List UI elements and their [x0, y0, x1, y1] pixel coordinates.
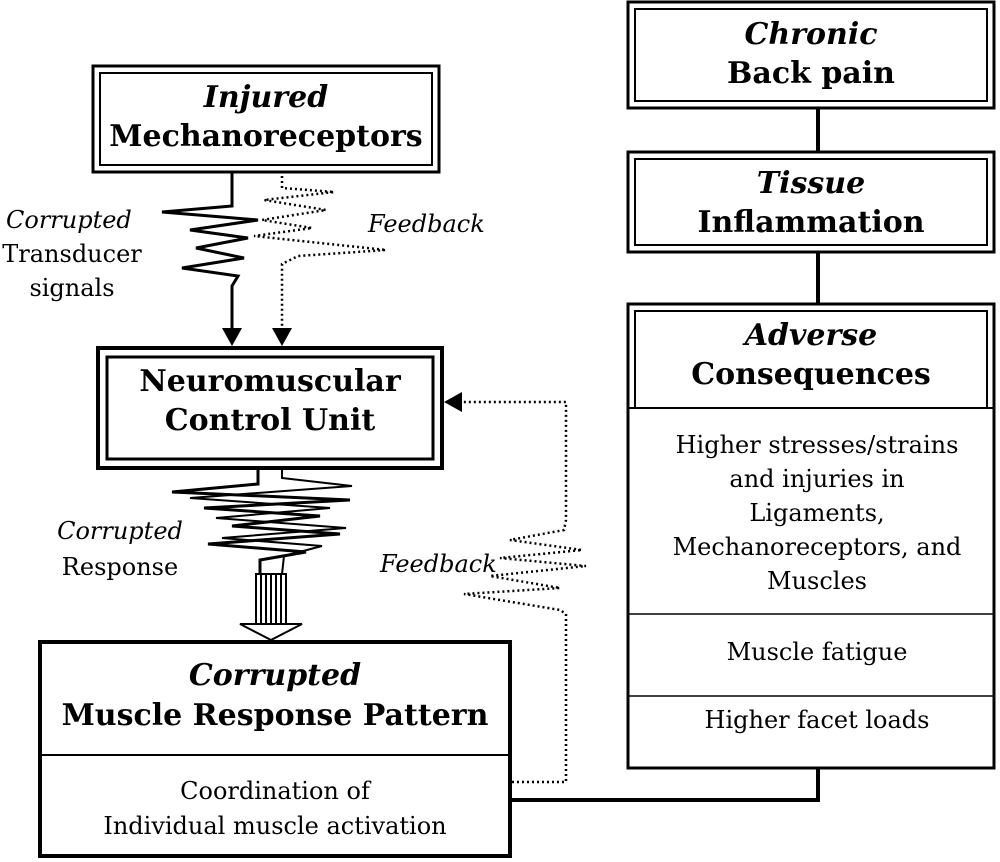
corrupted-transducer-label-line-3: signals [29, 274, 114, 302]
adverse-label: Adverse [742, 318, 878, 353]
connector-muscle-adverse [512, 768, 820, 802]
adverse-item-1-line-1: Higher stresses/strains [676, 431, 959, 459]
chronic-back-pain-box: Chronic Back pain [626, 0, 996, 110]
individual-muscle-activation-label: Individual muscle activation [103, 812, 446, 840]
adverse-item-1-line-2: and injuries in [729, 465, 904, 493]
adverse-item-3: Higher facet loads [705, 706, 930, 734]
adverse-item-1-line-3: Ligaments, [749, 499, 884, 527]
mechanoreceptors-label: Mechanoreceptors [109, 119, 422, 154]
corrupted-response-label-line-2: Response [62, 553, 178, 581]
neuromuscular-label: Neuromuscular [139, 364, 401, 399]
adverse-item-2: Muscle fatigue [727, 638, 908, 666]
feedback-loop-arrow [444, 392, 587, 784]
adverse-consequences-box: Adverse Consequences Higher stresses/str… [626, 302, 996, 770]
tissue-inflammation-box: Tissue Inflammation [626, 150, 996, 254]
control-unit-label: Control Unit [165, 403, 376, 438]
adverse-item-1-line-5: Muscles [767, 567, 867, 595]
tissue-label: Tissue [757, 166, 865, 201]
injured-mechanoreceptors-box: Injured Mechanoreceptors [91, 64, 441, 174]
consequences-label: Consequences [691, 357, 931, 392]
corrupted-transducer-label-line-2: Transducer [2, 240, 142, 268]
corrupted-response-label-line-1: Corrupted [57, 517, 183, 545]
adverse-item-1-line-4: Mechanoreceptors, and [673, 533, 962, 561]
neuromuscular-control-unit-box: Neuromuscular Control Unit [96, 346, 444, 470]
inflammation-label: Inflammation [697, 205, 924, 240]
chronic-label: Chronic [745, 17, 878, 52]
corrupted-response-arrow [171, 468, 353, 642]
back-pain-label: Back pain [727, 56, 895, 91]
corrupted-transducer-label-line-1: Corrupted [6, 206, 132, 234]
feedback-bottom-label: Feedback [379, 550, 497, 578]
feedback-top-label: Feedback [367, 210, 485, 238]
corrupted-transducer-signal-arrow [161, 172, 259, 346]
muscle-response-pattern-label: Muscle Response Pattern [62, 698, 489, 733]
corrupted-label: Corrupted [189, 658, 361, 693]
feedback-signal-top-arrow [253, 176, 387, 346]
injured-label: Injured [203, 80, 328, 115]
corrupted-muscle-response-box: Corrupted Muscle Response Pattern Coordi… [38, 640, 512, 858]
coordination-label: Coordination of [180, 777, 372, 805]
